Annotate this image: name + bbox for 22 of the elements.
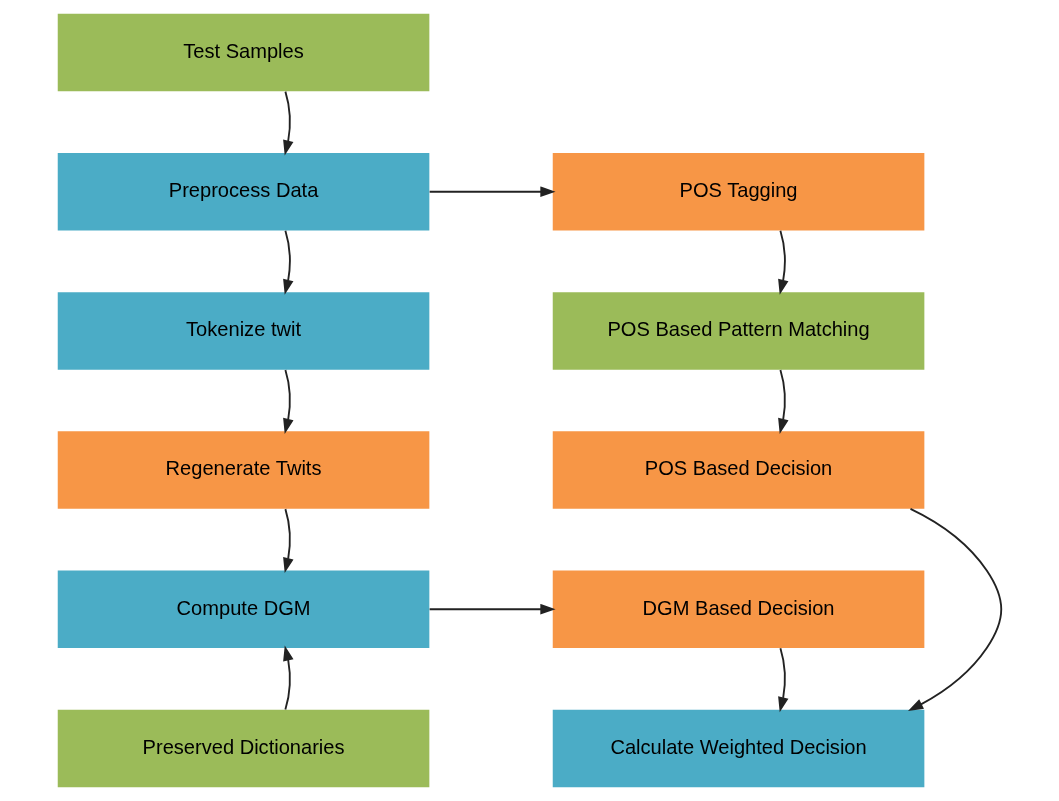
arrow (283, 369, 294, 434)
node-box: POS Based Pattern Matching (552, 292, 925, 370)
arrow (283, 508, 294, 574)
node-box: Calculate Weighted Decision (552, 709, 925, 788)
arrow (778, 229, 789, 295)
node-box: Tokenize twit (57, 292, 430, 370)
arrow (283, 90, 294, 156)
node-box: Preserved Dictionaries (57, 709, 430, 788)
arrow (428, 186, 556, 198)
node-box: Compute DGM (57, 570, 430, 648)
node-box: POS Based Decision (552, 431, 925, 509)
node-box: Regenerate Twits (57, 431, 430, 509)
node-box: Preprocess Data (57, 153, 430, 231)
node-box: Test Samples (57, 13, 430, 92)
arrow (907, 507, 1003, 711)
node-box: DGM Based Decision (552, 570, 925, 648)
arrow (778, 369, 789, 434)
arrow (283, 645, 294, 711)
arrow (428, 603, 556, 615)
arrow (778, 647, 789, 713)
arrow (283, 229, 294, 295)
node-box: POS Tagging (552, 153, 925, 231)
